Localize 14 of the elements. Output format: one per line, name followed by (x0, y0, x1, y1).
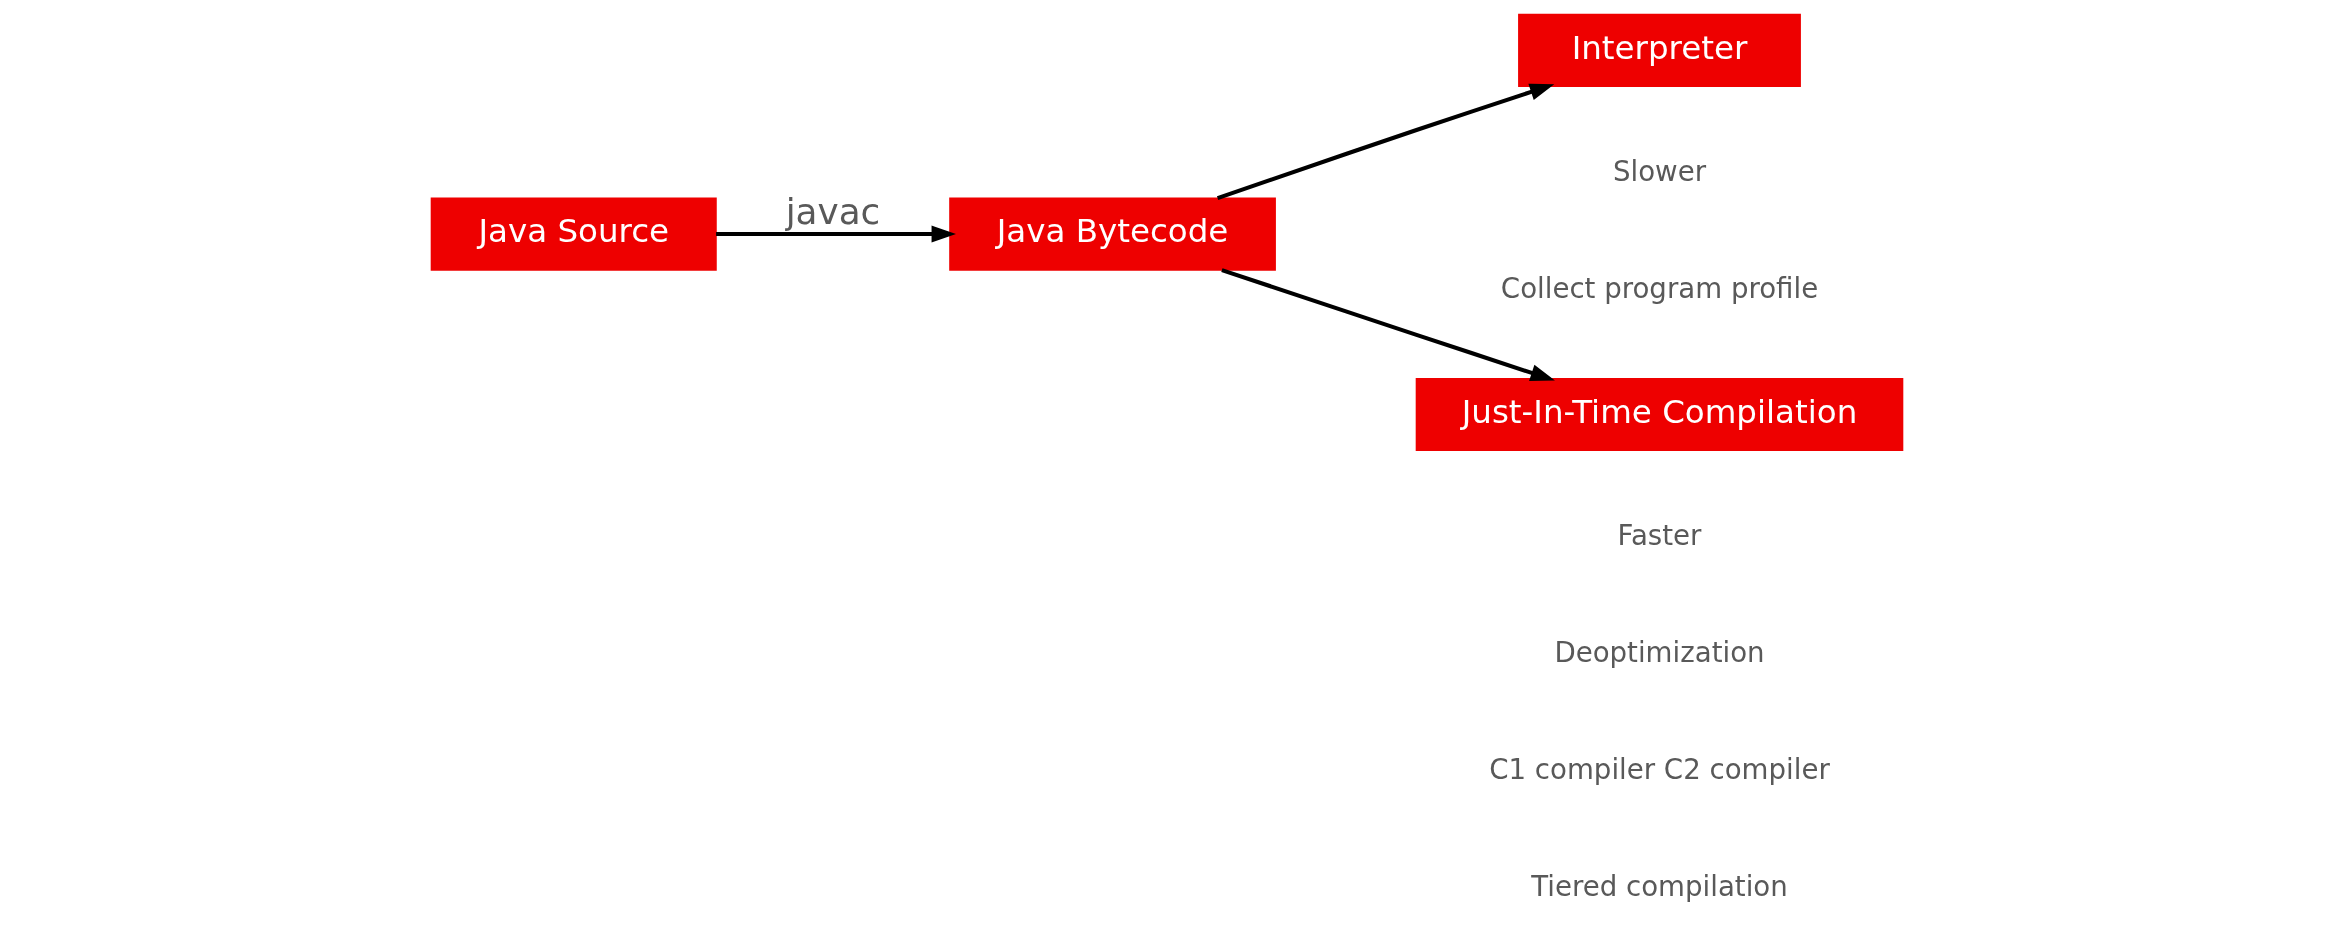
label: Slower (1612, 154, 1706, 188)
arrow (715, 225, 956, 243)
arrow (1220, 268, 1555, 382)
node-box: Interpreter (1517, 13, 1801, 87)
node-box: Java Source (430, 197, 717, 271)
label: C1 compiler C2 compiler (1488, 752, 1830, 786)
arrow (1216, 83, 1554, 201)
label: Tiered compilation (1530, 869, 1788, 903)
node-box: Just-In-Time Compilation (1415, 377, 1903, 452)
label: Faster (1617, 518, 1701, 552)
node-box: Java Bytecode (948, 197, 1276, 271)
label: Collect program profile (1500, 271, 1818, 305)
edge-label: javac (785, 190, 880, 232)
label: Deoptimization (1553, 635, 1765, 669)
